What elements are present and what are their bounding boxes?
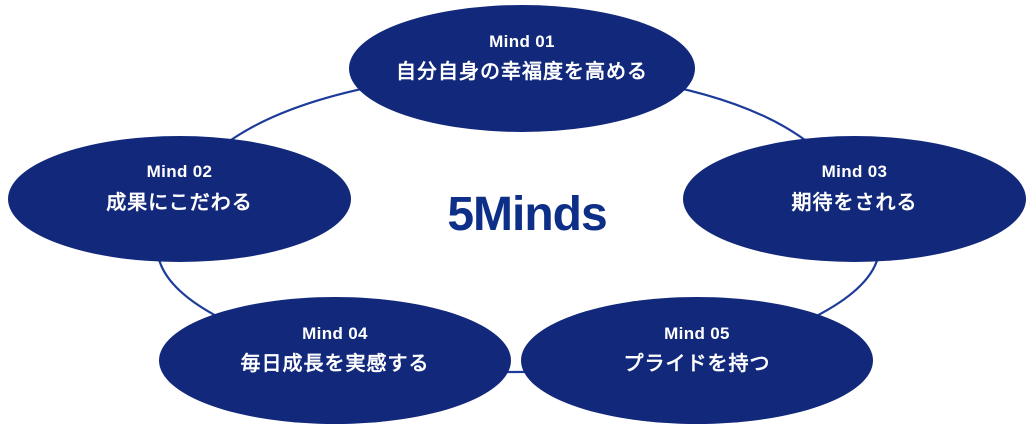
mind-02-label: Mind 02 bbox=[146, 162, 213, 182]
mind-03-text: 期待をされる bbox=[791, 191, 918, 214]
mind-03-label: Mind 03 bbox=[821, 162, 888, 182]
mind-05-label: Mind 05 bbox=[664, 323, 730, 343]
mind-04-text: 毎日成長を実感する bbox=[240, 353, 430, 376]
mind-node-05: Mind 05 プライドを持つ bbox=[521, 297, 873, 424]
mind-02-text: 成果にこだわる bbox=[106, 191, 253, 214]
mind-04-label: Mind 04 bbox=[302, 323, 368, 343]
mind-01-text: 自分自身の幸福度を高める bbox=[396, 61, 648, 84]
mind-05-text: プライドを持つ bbox=[623, 353, 771, 376]
diagram-title: 5Minds bbox=[447, 188, 607, 241]
mind-node-03: Mind 03 期待をされる bbox=[683, 136, 1026, 262]
mind-node-04: Mind 04 毎日成長を実感する bbox=[159, 297, 511, 424]
mind-node-01: Mind 01 自分自身の幸福度を高める bbox=[349, 5, 695, 132]
mind-node-02: Mind 02 成果にこだわる bbox=[8, 136, 351, 262]
mind-01-label: Mind 01 bbox=[489, 31, 555, 51]
